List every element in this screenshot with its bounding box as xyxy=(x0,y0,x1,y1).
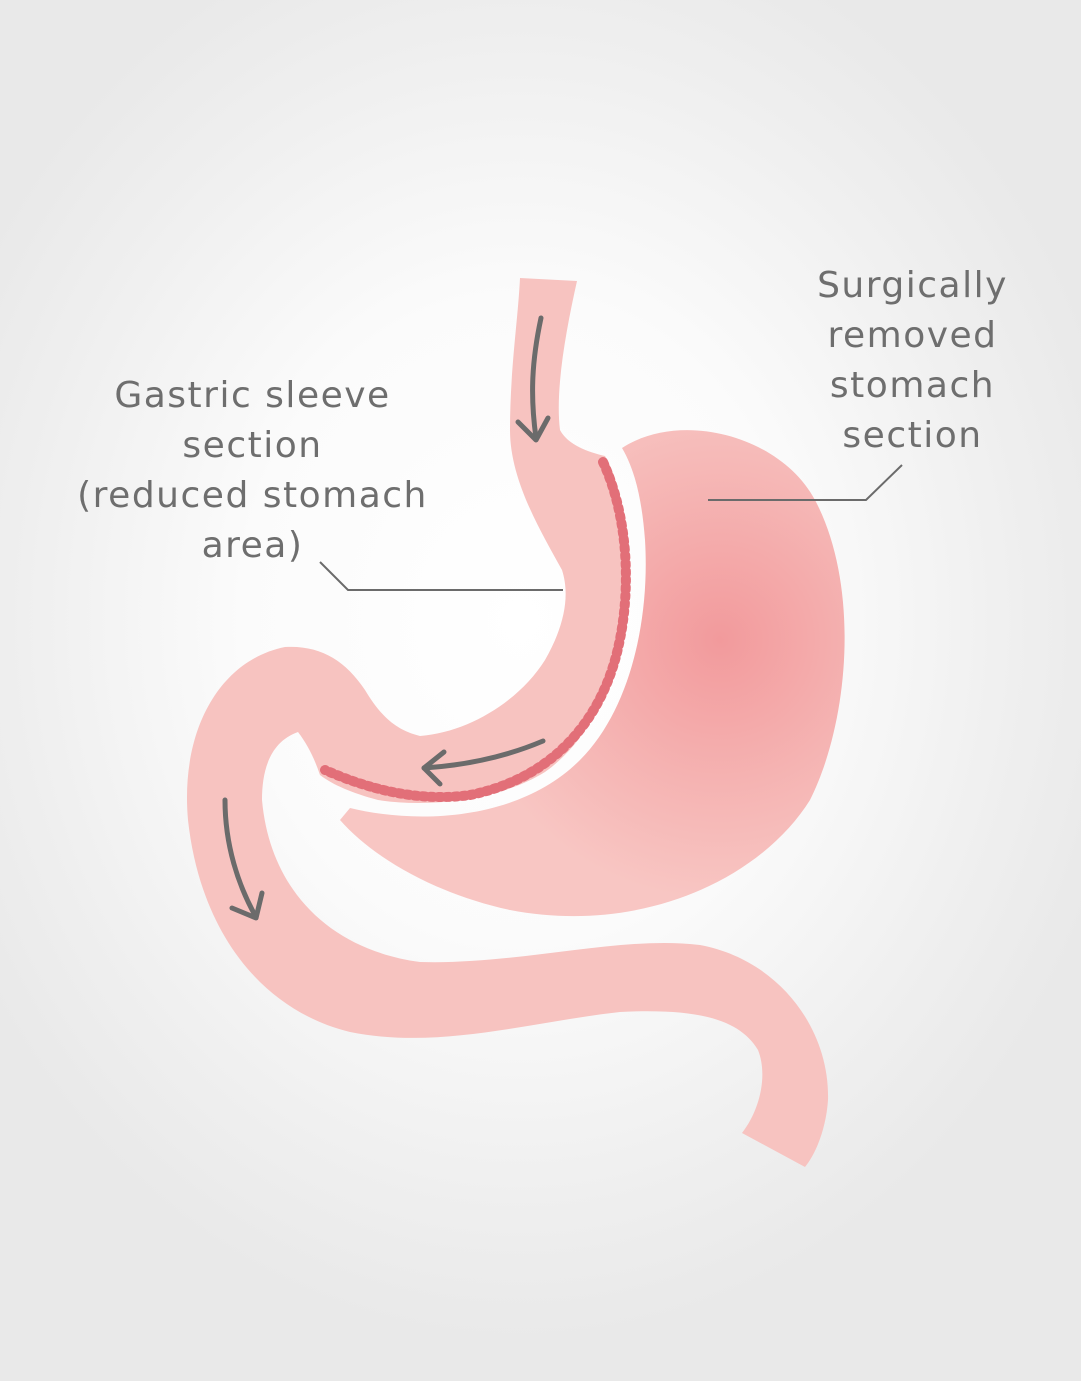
label-removed-section-line-3: stomach xyxy=(829,365,996,406)
label-gastric-sleeve-line-2: section xyxy=(182,425,323,466)
label-removed-section-line-4: section xyxy=(842,415,983,456)
label-removed-section: Surgically removed stomach section xyxy=(800,261,1025,461)
gastric-sleeve-tract xyxy=(186,278,829,1167)
label-removed-section-line-1: Surgically xyxy=(817,265,1008,306)
flow-arrow-sleeve-icon xyxy=(421,738,546,787)
leader-line-removed xyxy=(708,464,903,501)
flow-arrow-intestine-icon xyxy=(222,797,265,921)
label-gastric-sleeve-line-3: (reduced stomach xyxy=(77,475,428,516)
label-gastric-sleeve-line-4: area) xyxy=(201,525,304,566)
leader-line-sleeve xyxy=(319,561,563,591)
staple-line xyxy=(320,457,631,802)
label-gastric-sleeve: Gastric sleeve section (reduced stomach … xyxy=(40,371,465,571)
flow-arrow-esophagus-icon xyxy=(515,315,551,443)
removed-stomach-section xyxy=(340,430,845,917)
label-removed-section-line-2: removed xyxy=(827,315,998,356)
label-gastric-sleeve-line-1: Gastric sleeve xyxy=(114,375,391,416)
